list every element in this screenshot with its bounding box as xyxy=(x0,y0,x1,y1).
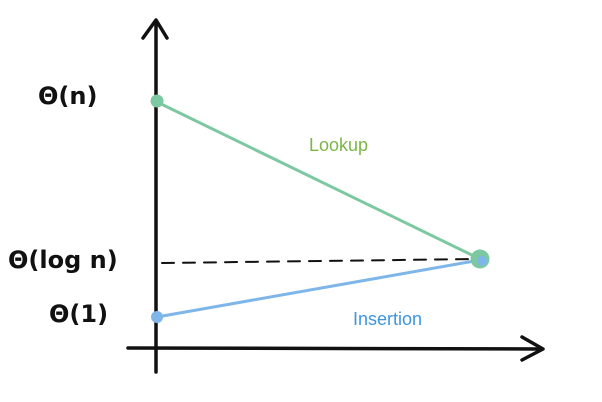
meeting-point-inner xyxy=(477,256,487,266)
lookup-series xyxy=(150,94,481,261)
lookup-line xyxy=(156,100,481,261)
insertion-series xyxy=(151,258,481,323)
y-tick-label-n: Θ(n) xyxy=(38,82,97,110)
y-tick-label-1: Θ(1) xyxy=(49,300,108,328)
log-n-dashed-guide xyxy=(161,258,479,264)
arrow-up-icon xyxy=(141,18,169,40)
arrow-right-icon xyxy=(520,335,545,362)
insertion-start-point xyxy=(151,311,163,323)
lookup-start-point xyxy=(150,94,164,108)
y-tick-label-log-n: Θ(log n) xyxy=(8,246,118,274)
insertion-label: Insertion xyxy=(353,309,422,329)
insertion-line xyxy=(156,258,481,319)
x-axis-line xyxy=(126,346,544,351)
lookup-label: Lookup xyxy=(309,135,368,155)
axes xyxy=(126,18,545,374)
